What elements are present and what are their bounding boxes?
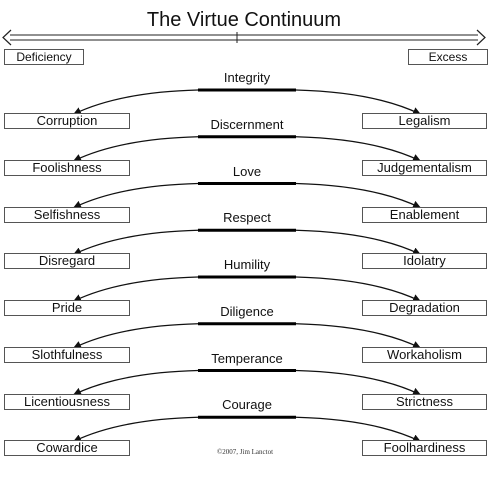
deficiency-box: Cowardice xyxy=(4,440,130,457)
deficiency-arrow xyxy=(73,369,199,396)
deficiency-arrow xyxy=(73,89,199,115)
deficiency-box: Selfishness xyxy=(4,206,130,223)
excess-box: Idolatry xyxy=(362,253,487,270)
copyright-credit: ©2007, Jim Lanctot xyxy=(216,448,274,456)
excess-box: Strictness xyxy=(362,393,487,410)
excess-arrow xyxy=(295,416,421,442)
virtue-label: Love xyxy=(232,163,262,179)
deficiency-box: Foolishness xyxy=(4,159,130,176)
excess-arrow xyxy=(295,323,421,349)
virtue-label: Courage xyxy=(222,397,272,413)
virtue-label: Temperance xyxy=(211,350,283,366)
excess-box: Workaholism xyxy=(362,346,487,363)
diagram-title: The Virtue Continuum xyxy=(146,9,342,31)
excess-box: Judgementalism xyxy=(362,159,487,176)
deficiency-arrow xyxy=(73,276,199,302)
excess-box: Enablement xyxy=(362,206,487,223)
virtue-label: Integrity xyxy=(223,70,271,85)
virtue-label: Respect xyxy=(223,210,271,226)
deficiency-arrow xyxy=(73,416,199,442)
deficiency-box: Pride xyxy=(4,300,130,316)
continuum-axis xyxy=(2,29,486,46)
deficiency-arrow xyxy=(73,323,199,349)
deficiency-box: Corruption xyxy=(4,113,130,129)
virtue-label: Diligence xyxy=(220,303,274,319)
excess-box: Degradation xyxy=(362,300,487,316)
deficiency-box: Licentiousness xyxy=(4,393,130,410)
excess-arrow xyxy=(295,89,421,115)
excess-arrow xyxy=(295,229,421,255)
excess-arrow xyxy=(295,369,421,396)
deficiency-arrow xyxy=(73,136,199,162)
deficiency-box: Disregard xyxy=(4,253,130,270)
virtue-label: Discernment xyxy=(210,116,284,132)
deficiency-label: Deficiency xyxy=(4,49,84,65)
excess-arrow xyxy=(295,182,421,209)
excess-label: Excess xyxy=(408,49,488,65)
virtue-label: Humility xyxy=(223,257,271,272)
excess-arrow xyxy=(295,276,421,302)
deficiency-arrow xyxy=(73,229,199,255)
excess-box: Legalism xyxy=(362,113,487,129)
deficiency-box: Slothfulness xyxy=(4,346,130,363)
excess-box: Foolhardiness xyxy=(362,440,487,457)
deficiency-arrow xyxy=(73,182,199,209)
excess-arrow xyxy=(295,136,421,162)
